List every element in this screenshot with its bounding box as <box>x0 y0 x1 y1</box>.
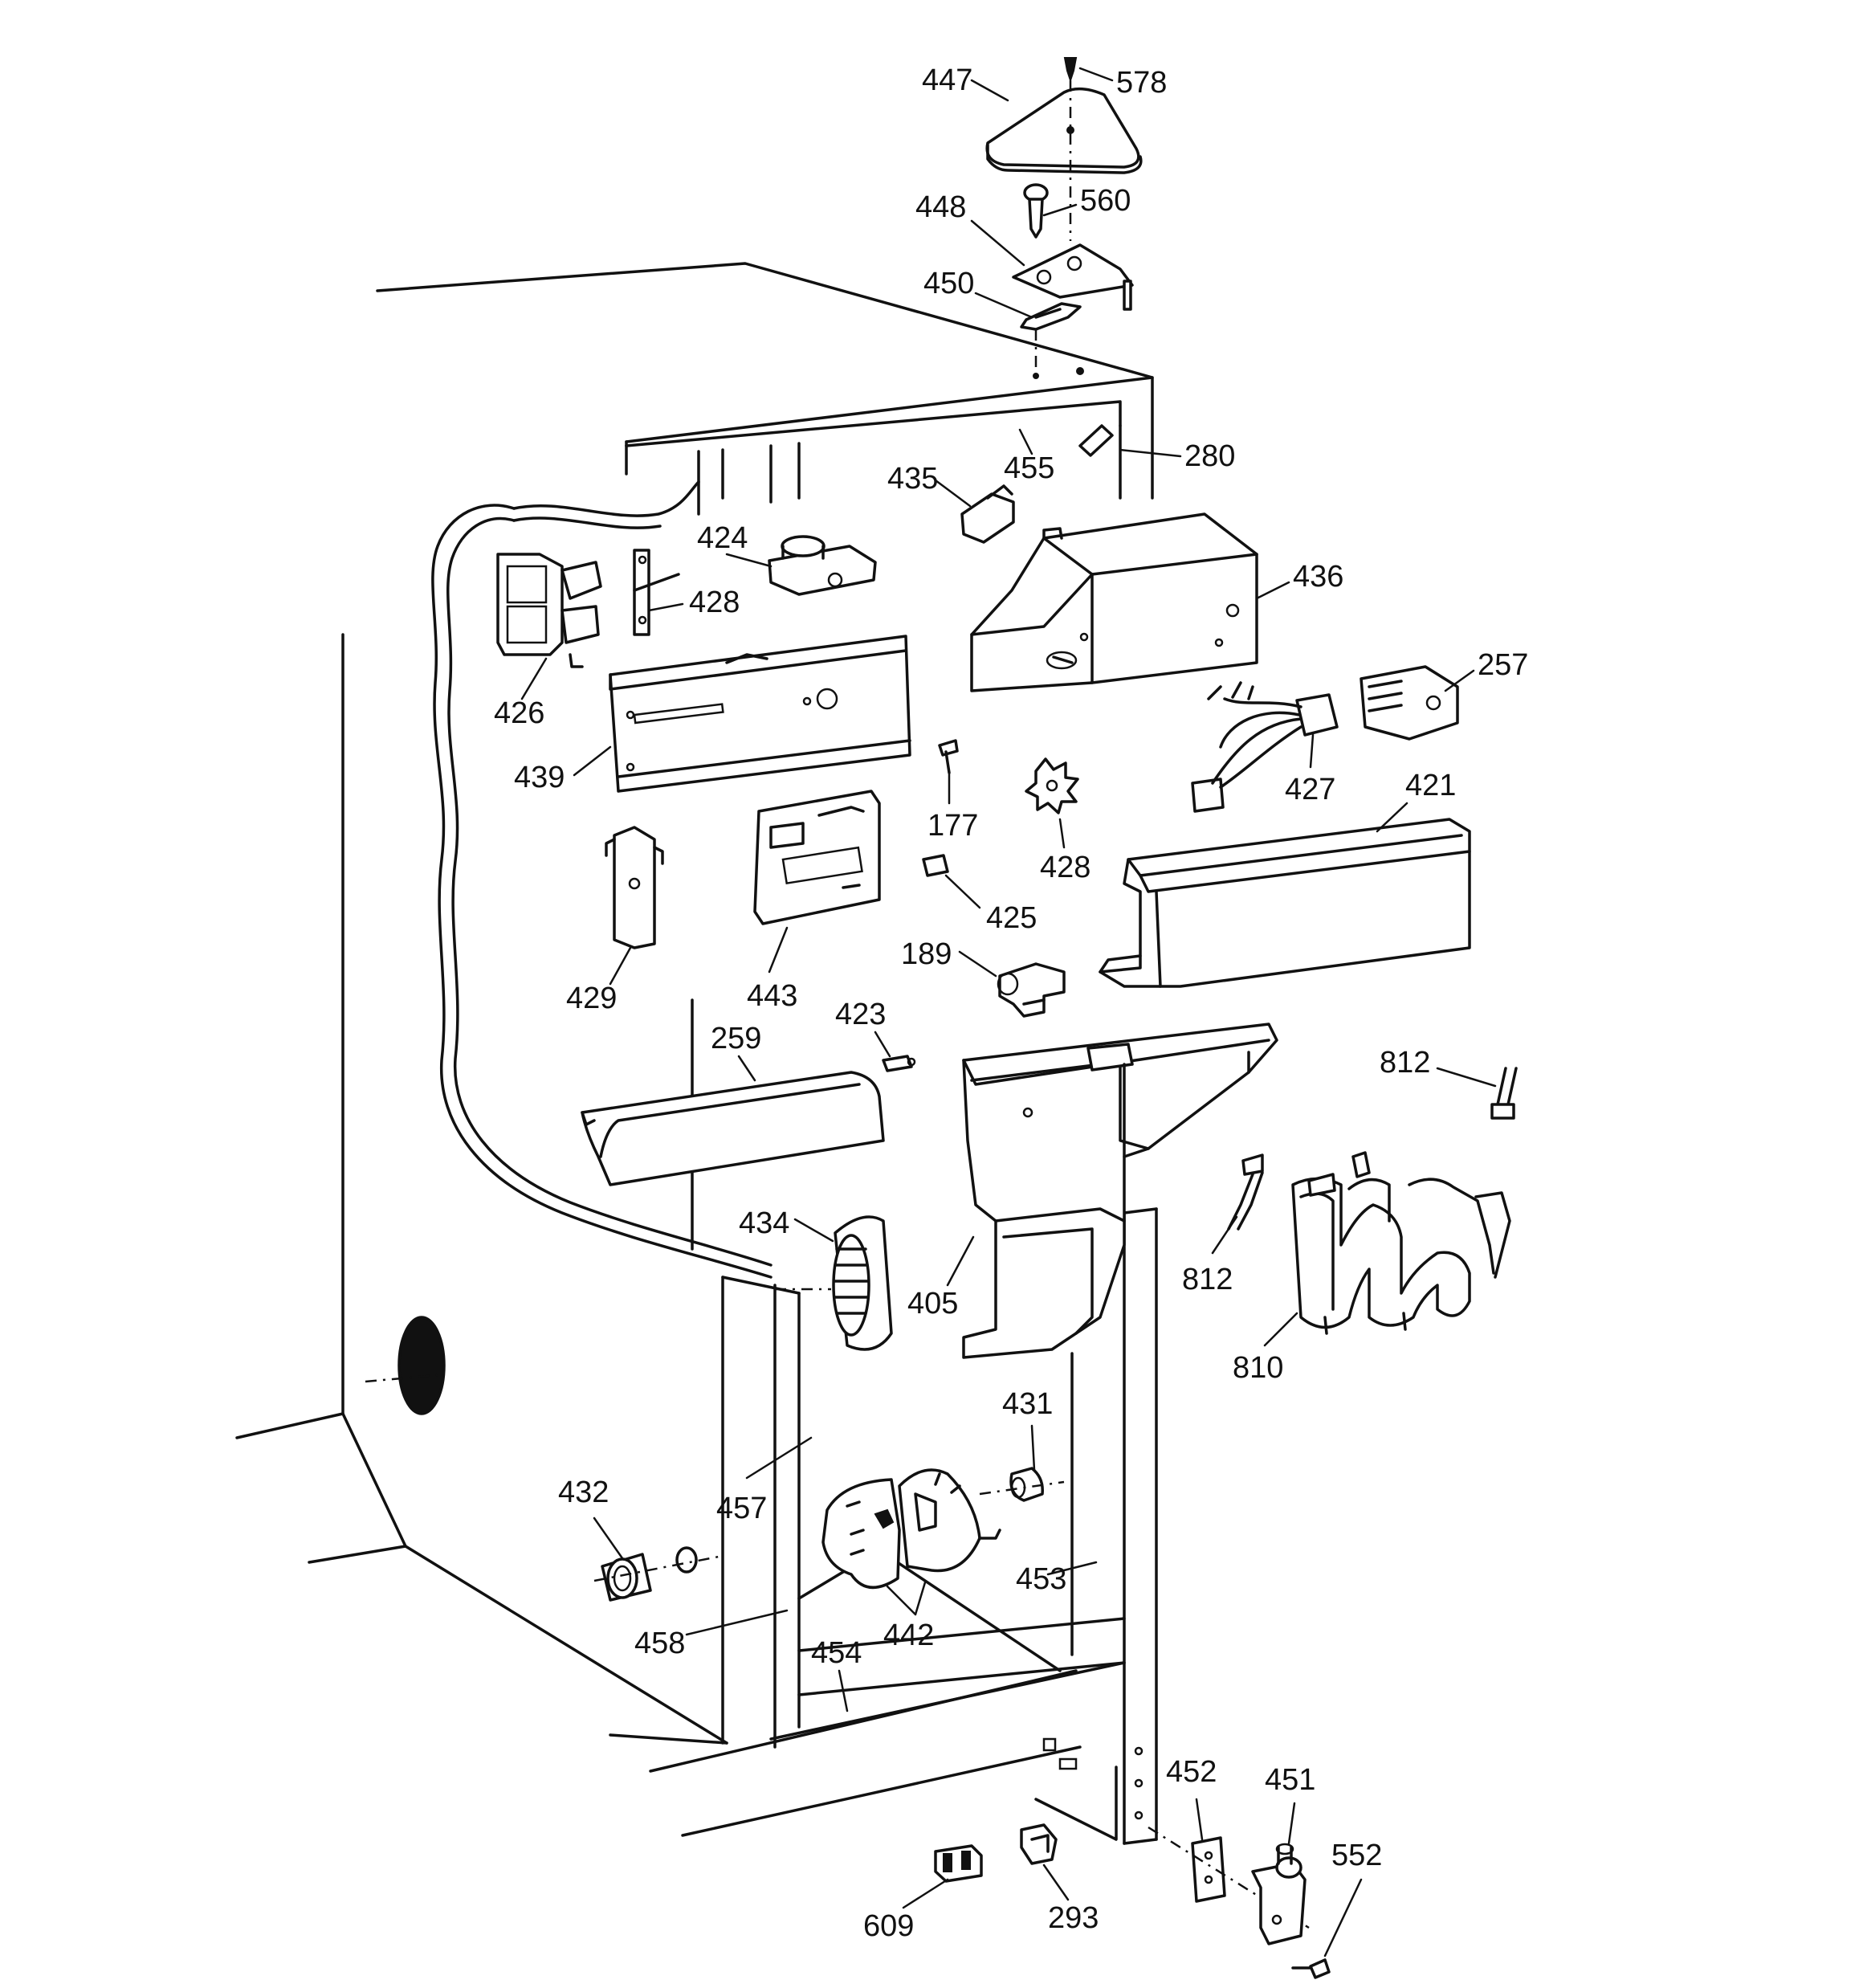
part-429-bracket <box>605 826 664 949</box>
part-439-channel <box>609 635 911 793</box>
part-280-clip <box>1078 424 1114 457</box>
part-293-clip <box>1020 1823 1058 1865</box>
label-560: 560 <box>1080 184 1131 218</box>
label-447: 447 <box>922 63 972 97</box>
part-452-shim-plate <box>1148 1826 1310 1929</box>
label-280: 280 <box>1184 439 1235 473</box>
label-458: 458 <box>634 1627 685 1660</box>
label-457: 457 <box>716 1492 767 1525</box>
part-609-switch <box>934 1844 983 1883</box>
part-442-thermostat <box>821 1468 1001 1590</box>
label-435: 435 <box>887 462 938 496</box>
label-434: 434 <box>739 1206 789 1240</box>
part-451-lower-hinge <box>1251 1843 1307 1945</box>
cabinet-frame <box>235 262 1158 1845</box>
part-436-control-housing <box>970 512 1258 692</box>
part-405-air-duct <box>962 1023 1278 1359</box>
part-labels: 447 578 448 560 450 280 455 435 424 428 … <box>494 63 1528 1943</box>
label-451: 451 <box>1265 1763 1315 1797</box>
label-810: 810 <box>1233 1351 1283 1385</box>
part-424-switch <box>768 535 877 596</box>
part-425-insulator <box>922 854 949 877</box>
part-812-tube-lower <box>1227 1153 1264 1231</box>
label-427: 427 <box>1285 773 1335 806</box>
label-448: 448 <box>915 190 966 224</box>
label-812b: 812 <box>1182 1263 1233 1296</box>
label-426: 426 <box>494 696 544 730</box>
label-429: 429 <box>566 982 617 1015</box>
label-443: 443 <box>747 979 797 1013</box>
label-439: 439 <box>514 761 565 794</box>
label-812a: 812 <box>1380 1046 1430 1080</box>
label-442: 442 <box>883 1619 934 1652</box>
left-wall-oval <box>365 1316 446 1415</box>
part-434-grille <box>775 1215 893 1351</box>
label-257: 257 <box>1478 648 1528 682</box>
label-293: 293 <box>1048 1901 1099 1935</box>
part-810-heater <box>1291 1151 1511 1335</box>
label-450: 450 <box>923 267 974 300</box>
part-428-bracket-a <box>633 549 680 636</box>
label-424: 424 <box>697 521 748 555</box>
part-189-tee-fitting <box>997 962 1066 1018</box>
label-578: 578 <box>1116 66 1167 100</box>
part-431-plug <box>979 1467 1065 1502</box>
part-427-wire-harness <box>1191 681 1339 813</box>
label-428b: 428 <box>1040 851 1090 884</box>
label-454: 454 <box>811 1636 862 1670</box>
part-259-cover <box>581 1071 885 1186</box>
label-405: 405 <box>907 1287 958 1321</box>
cutaway-top-edge <box>512 480 700 529</box>
part-257-relay <box>1360 665 1459 741</box>
label-189: 189 <box>901 937 952 971</box>
part-432-grommet <box>593 1546 720 1602</box>
leader-lines <box>520 67 1497 1957</box>
part-812-tube-upper <box>1490 1067 1518 1120</box>
label-421: 421 <box>1405 769 1456 802</box>
part-421-rail <box>1099 818 1471 988</box>
part-560-bolt <box>1023 183 1049 239</box>
label-432: 432 <box>558 1476 609 1509</box>
part-447-hinge-cover <box>985 87 1143 174</box>
part-177-screw <box>938 739 959 774</box>
part-435-light-bulb-socket <box>960 484 1015 544</box>
part-423-stud <box>882 1055 916 1072</box>
part-426-dispenser-switch <box>496 553 602 668</box>
label-455: 455 <box>1004 451 1054 485</box>
cutaway-outline <box>431 504 773 1279</box>
label-177: 177 <box>927 809 978 843</box>
part-552-screw <box>1291 1958 1331 1979</box>
part-443-mounting-plate <box>753 790 881 925</box>
label-436: 436 <box>1293 560 1343 594</box>
label-452: 452 <box>1166 1755 1217 1789</box>
label-431: 431 <box>1002 1387 1053 1421</box>
part-578-screw <box>1063 57 1078 241</box>
part-448-hinge <box>1012 243 1134 311</box>
label-259: 259 <box>711 1022 761 1055</box>
label-552: 552 <box>1331 1839 1382 1872</box>
label-425: 425 <box>986 901 1037 935</box>
label-428a: 428 <box>689 586 740 619</box>
label-453: 453 <box>1016 1562 1066 1596</box>
part-428-gear <box>1025 757 1079 814</box>
label-609: 609 <box>863 1909 914 1943</box>
part-450-shim <box>1020 302 1082 378</box>
label-423: 423 <box>835 998 886 1031</box>
